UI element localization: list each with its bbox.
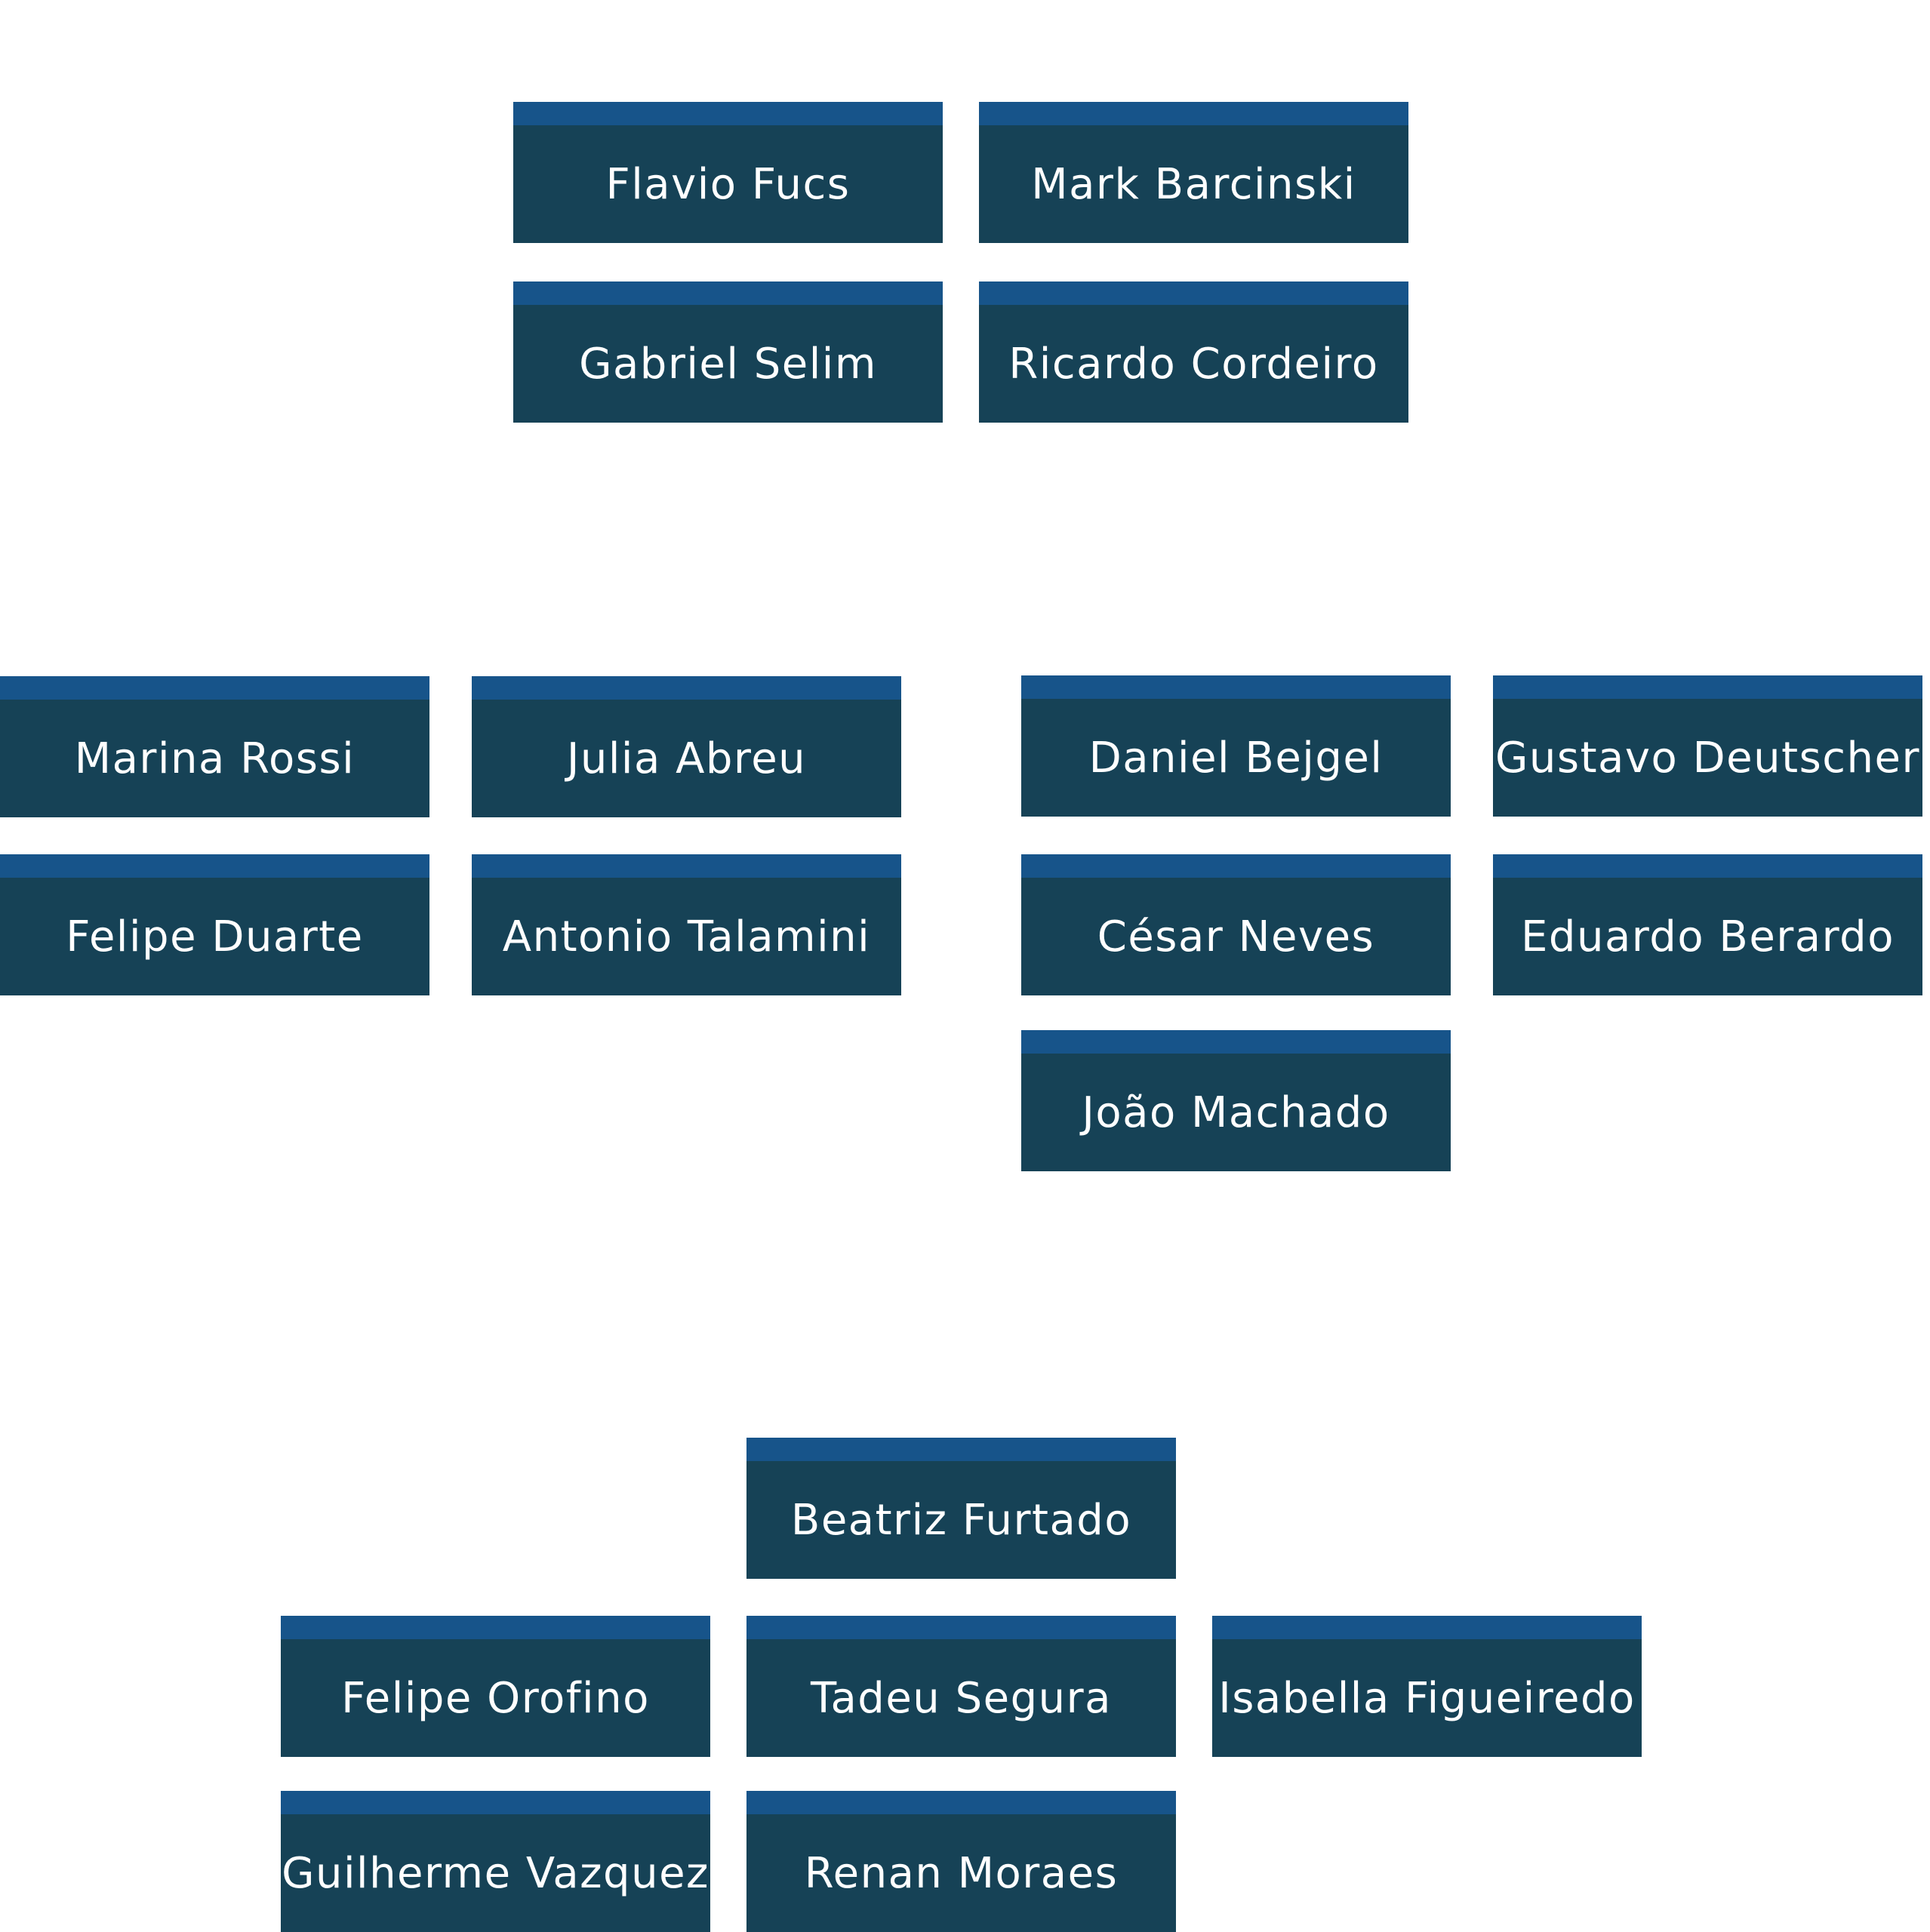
member-name: João Machado	[1082, 1088, 1390, 1137]
member-name: Daniel Bejgel	[1088, 733, 1384, 783]
member-name: Ricardo Cordeiro	[1008, 339, 1379, 389]
member-card: Tadeu Segura	[746, 1616, 1176, 1757]
member-card: Beatriz Furtado	[746, 1438, 1176, 1579]
member-name: Beatriz Furtado	[790, 1495, 1132, 1545]
card-header-bar	[1493, 675, 1922, 699]
group-title	[626, 23, 1306, 75]
member-card: Ricardo Cordeiro	[979, 281, 1408, 423]
member-card: João Machado	[1021, 1030, 1451, 1171]
group-title	[1193, 600, 1796, 653]
member-card: Isabella Figueiredo	[1212, 1616, 1642, 1757]
member-name: Julia Abreu	[566, 734, 807, 783]
card-header-bar	[1212, 1616, 1642, 1639]
member-card: Marina Rossi	[0, 676, 429, 817]
member-name: Flavio Fucs	[605, 159, 851, 209]
member-name: Antonio Talamini	[502, 912, 871, 961]
card-header-bar	[979, 102, 1408, 125]
member-card: Guilherme Vazquez	[281, 1791, 710, 1932]
card-header-bar	[281, 1616, 710, 1639]
member-card: Felipe Duarte	[0, 854, 429, 995]
card-header-bar	[979, 281, 1408, 305]
card-header-bar	[746, 1791, 1176, 1814]
member-card: Felipe Orofino	[281, 1616, 710, 1757]
member-name: Felipe Duarte	[66, 912, 364, 961]
member-name: Mark Barcinski	[1031, 159, 1356, 209]
member-card: Julia Abreu	[472, 676, 901, 817]
member-card: Mark Barcinski	[979, 102, 1408, 243]
member-name: Felipe Orofino	[341, 1673, 650, 1723]
group-title	[151, 600, 755, 653]
member-card: Renan Moraes	[746, 1791, 1176, 1932]
card-header-bar	[0, 854, 429, 878]
member-name: César Neves	[1097, 912, 1375, 961]
card-header-bar	[472, 676, 901, 700]
member-card: Eduardo Berardo	[1493, 854, 1922, 995]
card-header-bar	[472, 854, 901, 878]
member-card: Gabriel Selim	[513, 281, 943, 423]
member-name: Guilherme Vazquez	[282, 1848, 710, 1898]
member-card: Flavio Fucs	[513, 102, 943, 243]
member-card: Antonio Talamini	[472, 854, 901, 995]
card-header-bar	[281, 1791, 710, 1814]
card-header-bar	[513, 281, 943, 305]
member-name: Gustavo Deutscher	[1495, 733, 1920, 783]
member-name: Gabriel Selim	[579, 339, 877, 389]
member-name: Tadeu Segura	[811, 1673, 1112, 1723]
card-header-bar	[513, 102, 943, 125]
group-title	[626, 1351, 1306, 1404]
member-card: Gustavo Deutscher	[1493, 675, 1922, 817]
card-header-bar	[1021, 854, 1451, 878]
card-header-bar	[1021, 1030, 1451, 1054]
member-card: Daniel Bejgel	[1021, 675, 1451, 817]
card-header-bar	[746, 1616, 1176, 1639]
member-name: Eduardo Berardo	[1521, 912, 1895, 961]
card-header-bar	[1021, 675, 1451, 699]
member-card: César Neves	[1021, 854, 1451, 995]
card-header-bar	[0, 676, 429, 700]
card-header-bar	[746, 1438, 1176, 1461]
member-name: Renan Moraes	[804, 1848, 1119, 1898]
member-name: Marina Rossi	[74, 734, 356, 783]
card-header-bar	[1493, 854, 1922, 878]
member-name: Isabella Figueiredo	[1218, 1673, 1636, 1723]
